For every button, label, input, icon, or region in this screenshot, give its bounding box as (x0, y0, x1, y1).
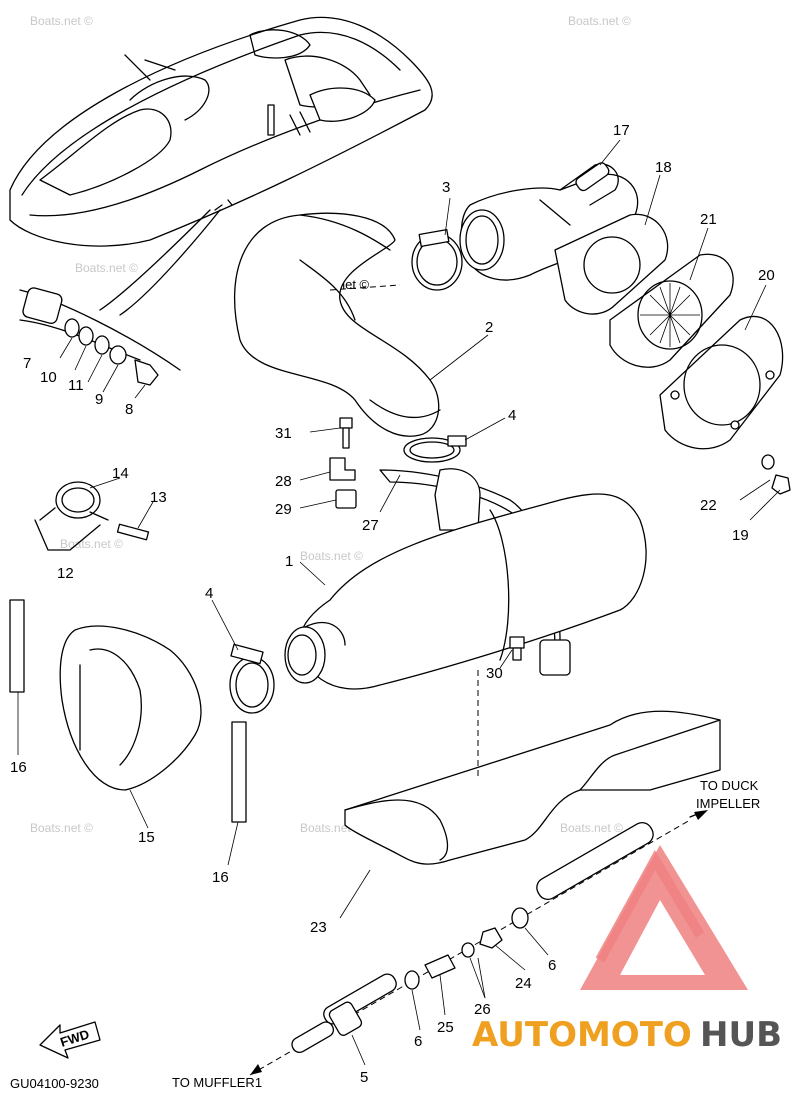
callout-24: 24 (515, 975, 532, 992)
watermark-text: Boats.net © (568, 14, 631, 28)
brand-text-automoto: AUTOMOTO (472, 1015, 692, 1055)
callout-30: 30 (486, 665, 503, 682)
callout-11: 11 (68, 377, 84, 394)
triangle-logo-icon (580, 845, 748, 990)
brand-text-hub: HUB (700, 1015, 782, 1055)
callout-27: 27 (362, 517, 379, 534)
flange-part (659, 315, 784, 450)
valve-part (609, 253, 734, 368)
watermark-text: Boats.net © (75, 261, 138, 275)
callout-3: 3 (442, 179, 450, 196)
fwd-arrow: FWD (39, 1021, 101, 1059)
callout-25: 25 (437, 1019, 454, 1036)
callout-15: 15 (138, 829, 155, 846)
callout-29: 29 (275, 501, 292, 518)
exhaust-hose-part (233, 212, 441, 437)
callout-16-left: 16 (10, 759, 27, 776)
callout-16-right: 16 (212, 869, 229, 886)
impeller-label: IMPELLER (696, 796, 760, 811)
muffler-part (284, 468, 647, 690)
callout-4-upper: 4 (508, 407, 516, 424)
watermark-text: Boats.net © (30, 821, 93, 835)
callout-9: 9 (95, 391, 103, 408)
gasket-part (554, 213, 669, 315)
callout-7: 7 (23, 355, 31, 372)
callout-5: 5 (360, 1069, 368, 1086)
callout-4-lower: 4 (205, 585, 213, 602)
water-hose-assembly (249, 810, 708, 1076)
part-callouts: 17 18 21 20 3 2 4 31 28 29 27 1 22 19 4 … (10, 122, 775, 1086)
diagram-code: GU04100-9230 (10, 1076, 99, 1091)
to-duck-label: TO DUCK (700, 778, 759, 793)
flow-labels: TO DUCK IMPELLER TO MUFFLER1 (172, 778, 760, 1090)
nut-washer-group (761, 454, 791, 495)
watermark-text: Boats.net © (30, 14, 93, 28)
callout-1: 1 (285, 553, 293, 570)
watermark-text: Boats.net © (60, 537, 123, 551)
pad-part-left (9, 599, 25, 693)
callout-21: 21 (700, 211, 717, 228)
watermark-text: Boats.net © (560, 821, 623, 835)
hose-clamp-part (411, 229, 463, 291)
callout-28: 28 (275, 473, 292, 490)
mount-bolt-group (19, 287, 181, 386)
watermark-text: Boats.net © (300, 549, 363, 563)
exhaust-boot-part (59, 625, 202, 791)
jet-ski-illustration (9, 16, 433, 316)
callout-31: 31 (275, 425, 292, 442)
callout-23: 23 (310, 919, 327, 936)
callout-13: 13 (150, 489, 167, 506)
callout-17: 17 (613, 122, 630, 139)
hose-clamp-upper (403, 435, 467, 463)
callout-26: 26 (474, 1001, 491, 1018)
callout-12: 12 (57, 565, 74, 582)
callout-18: 18 (655, 159, 672, 176)
callout-8: 8 (125, 401, 133, 418)
callout-6-left: 6 (414, 1033, 422, 1050)
small-hardware-group (329, 417, 357, 509)
bolt-part (509, 636, 525, 661)
muffler-cradle-part (344, 670, 721, 865)
callout-19: 19 (732, 527, 749, 544)
callout-22: 22 (700, 497, 717, 514)
leader-lines (17, 139, 781, 1066)
hose-clamp-lower (229, 643, 275, 714)
callout-20: 20 (758, 267, 775, 284)
callout-6-right: 6 (548, 957, 556, 974)
brand-logo: AUTOMOTO HUB (472, 845, 782, 1055)
pad-part-right (231, 721, 247, 823)
to-muffler-label: TO MUFFLER1 (172, 1075, 262, 1090)
callout-14: 14 (112, 465, 129, 482)
callout-2: 2 (485, 319, 493, 336)
bracket-group (34, 481, 150, 551)
exhaust-elbow-part (459, 162, 639, 281)
callout-10: 10 (40, 369, 57, 386)
